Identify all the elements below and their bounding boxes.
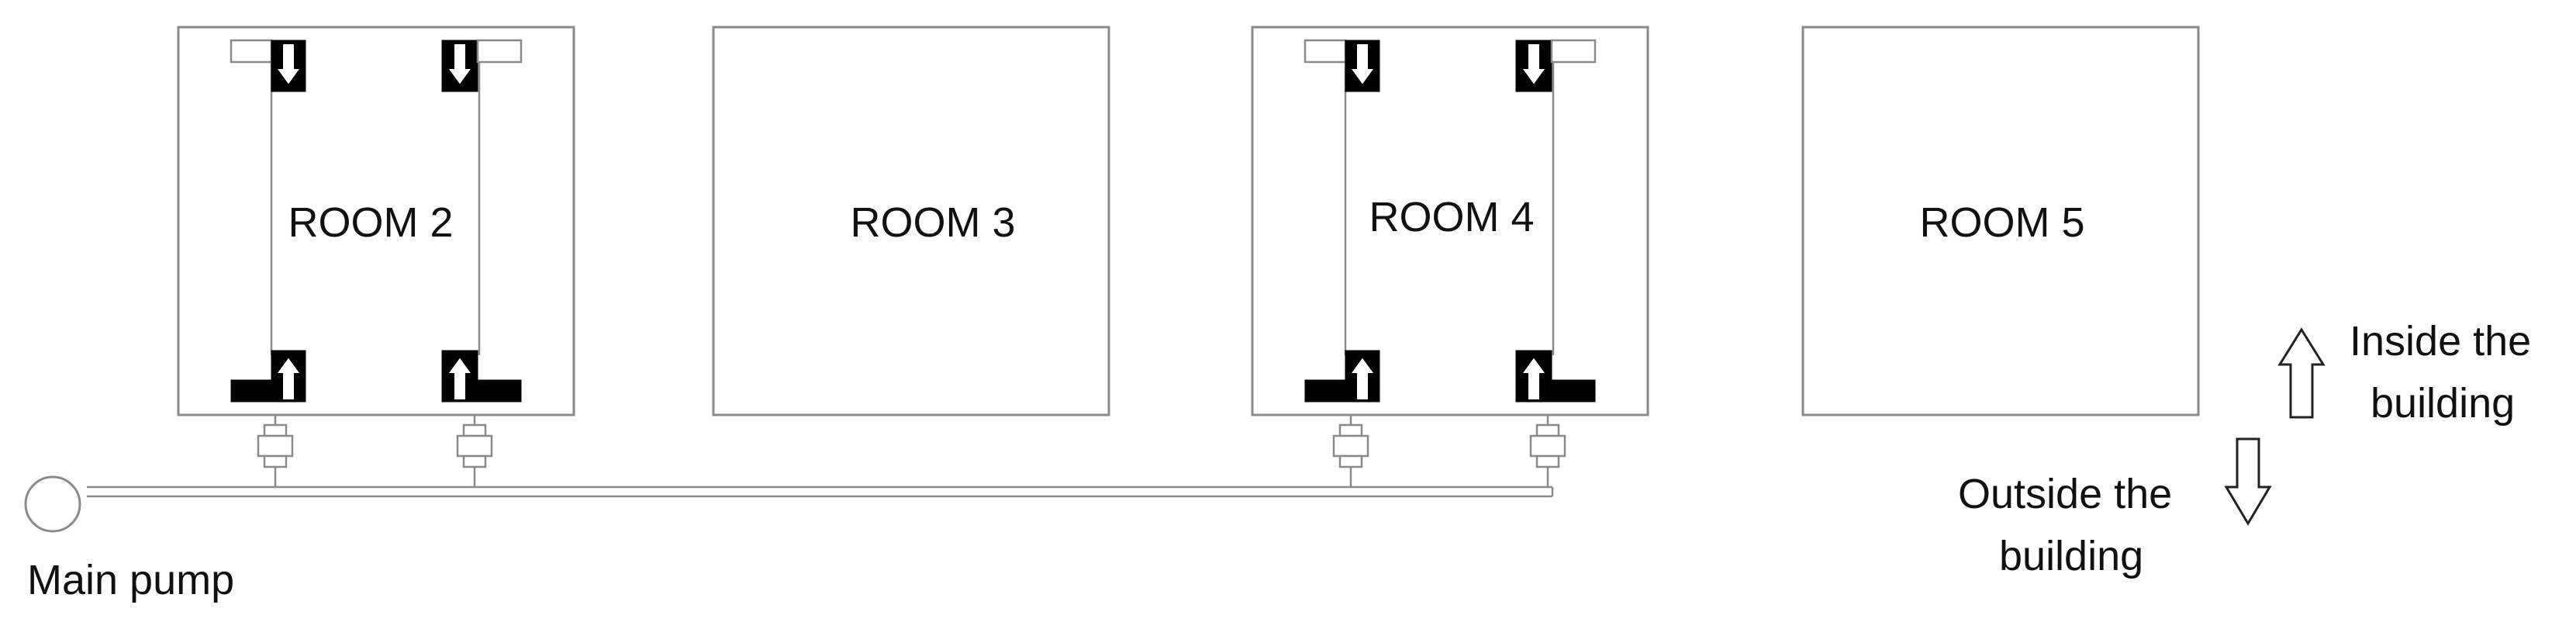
valve-room-2-left (257, 415, 294, 487)
room-2-box (177, 26, 575, 416)
room-3-box (712, 26, 1110, 416)
inside-label-line2: building (2371, 380, 2515, 427)
up-arrow-icon (446, 355, 474, 401)
outside-label-line2: building (1999, 533, 2143, 579)
room-2-device-right (441, 39, 523, 403)
up-arrow-icon (2277, 327, 2326, 419)
room-4-label: ROOM 4 (1369, 194, 1534, 240)
down-arrow-icon (1348, 43, 1376, 87)
valve-room-4-right (1529, 415, 1566, 487)
up-arrow-icon (1348, 355, 1376, 401)
room-5-label: ROOM 5 (1919, 199, 2084, 246)
room-4-box (1251, 26, 1649, 416)
room-3-label: ROOM 3 (850, 199, 1015, 246)
main-pipe (87, 486, 1554, 498)
pump-icon (24, 475, 81, 533)
outside-label-line1: Outside the (1958, 471, 2172, 517)
down-arrow-icon (446, 43, 474, 87)
main-pump-label: Main pump (27, 557, 234, 603)
room-2-label: ROOM 2 (288, 199, 453, 246)
valve-room-4-left (1332, 415, 1369, 487)
up-arrow-icon (275, 355, 302, 401)
room-2-device-left (230, 39, 306, 403)
room-4-device-left (1304, 39, 1380, 403)
room-4-device-right (1515, 39, 1597, 403)
room-5-box (1801, 26, 2200, 416)
down-arrow-icon (275, 43, 302, 87)
valve-room-2-right (456, 415, 493, 487)
down-arrow-icon (2224, 437, 2272, 526)
up-arrow-icon (1520, 355, 1548, 401)
down-arrow-icon (1520, 43, 1548, 87)
inside-label-line1: Inside the (2350, 318, 2531, 365)
